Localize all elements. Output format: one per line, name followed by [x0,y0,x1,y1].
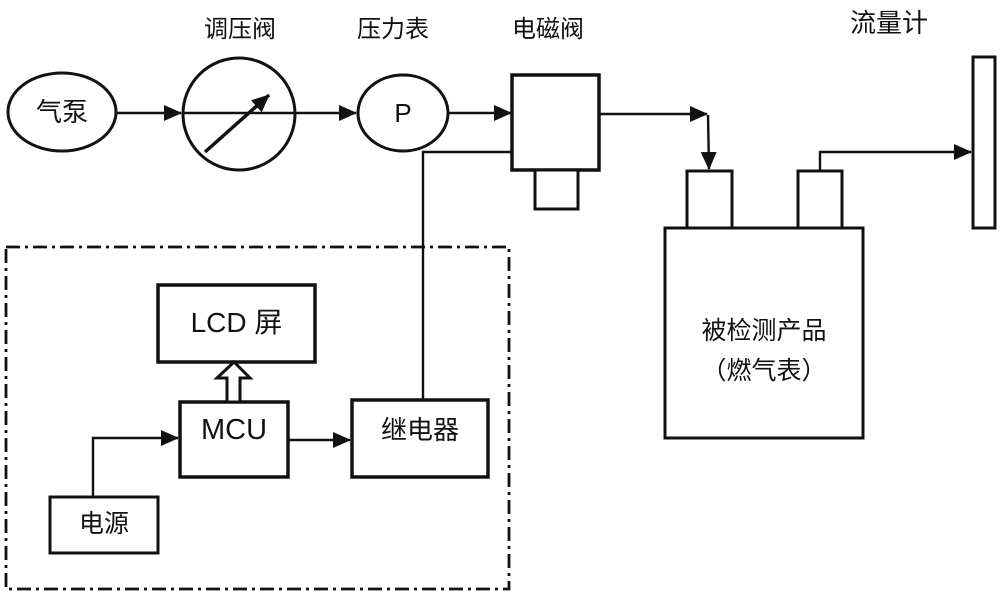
solenoid-valve-stub [533,168,580,211]
solenoid-valve-shape [510,73,601,172]
regulator-needle-arrow [203,93,271,154]
air-pump-shape [6,71,118,153]
product-label-line1: 被检测产品 [701,318,827,345]
pressure-gauge-shape [356,73,450,153]
product-port-outlet [796,169,844,230]
flow-meter-shape [971,55,997,230]
power-supply-shape [48,495,160,555]
product-under-test-shape [663,226,865,440]
lcd-screen-label: LCD 屏 [190,307,283,338]
mcu-label: MCU [200,414,268,446]
regulator-valve-label: 调压阀 [204,17,276,43]
product-under-test-label: 被检测产品 （燃气表） [664,312,864,392]
regulator-valve-shape [181,56,297,172]
relay-shape [350,398,490,479]
edge-solenoid-out-down [700,114,717,170]
flow-meter-label: 流量计 [849,9,928,38]
edge-relay-to-solenoid [421,144,532,400]
air-pump-label: 气泵 [35,98,88,127]
solenoid-valve-label: 电磁阀 [512,17,584,43]
control-box-border [4,245,511,591]
edge-mcu-to-lcd-hollow-arrow [213,359,254,404]
pressure-gauge-label: 压力表 [357,17,429,43]
product-label-line2: （燃气表） [701,358,827,385]
relay-label: 继电器 [380,416,459,445]
pressure-gauge-symbol: P [394,98,412,128]
lcd-screen-shape [156,283,317,364]
edge-power-to-mcu [91,430,179,497]
power-supply-label: 电源 [78,511,129,538]
product-port-inlet [685,169,734,230]
edge-product-to-flowmeter [818,144,972,171]
